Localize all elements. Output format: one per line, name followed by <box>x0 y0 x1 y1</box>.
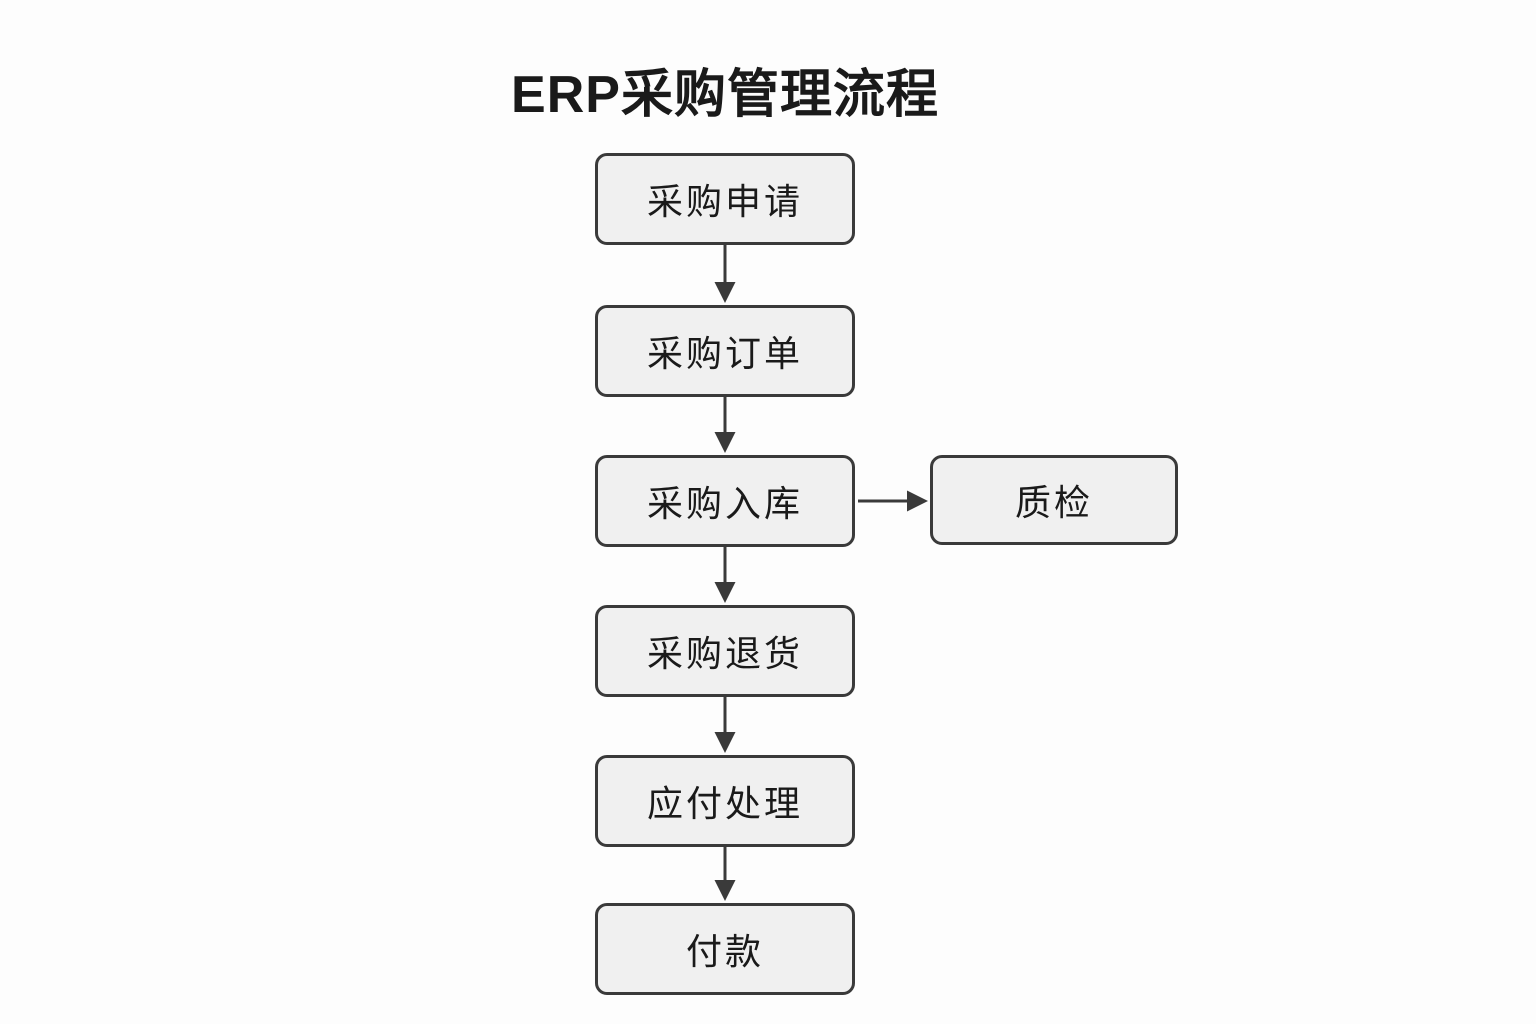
flow-node-purchase-receipt: 采购入库 <box>595 455 855 547</box>
flow-node-payment: 付款 <box>595 903 855 995</box>
flow-node-purchase-request: 采购申请 <box>595 153 855 245</box>
flow-node-label: 采购订单 <box>646 333 803 374</box>
flow-node-purchase-order: 采购订单 <box>595 305 855 397</box>
flow-node-label: 采购申请 <box>646 181 803 222</box>
diagram-title: ERP采购管理流程 <box>511 66 939 124</box>
flow-node-label: 应付处理 <box>646 783 803 824</box>
flow-node-label: 采购入库 <box>646 483 803 524</box>
flow-node-quality-inspection: 质检 <box>930 455 1178 545</box>
flow-node-purchase-return: 采购退货 <box>595 605 855 697</box>
flow-node-label: 质检 <box>1014 482 1093 523</box>
flow-node-label: 付款 <box>685 931 764 972</box>
flow-node-label: 采购退货 <box>646 633 803 674</box>
flow-node-payable-processing: 应付处理 <box>595 755 855 847</box>
